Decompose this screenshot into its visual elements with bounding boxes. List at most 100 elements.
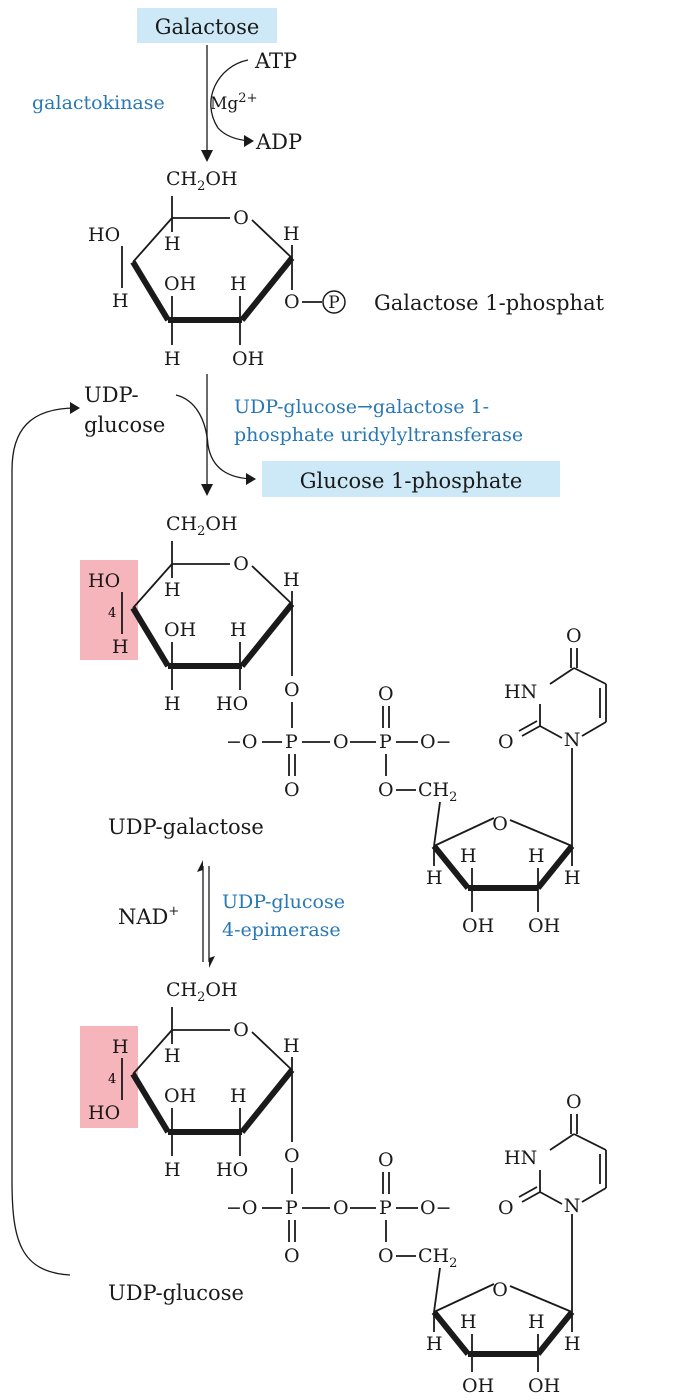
ring3-ribose-oh-c3: OH <box>462 1375 494 1397</box>
ring3-o: O <box>233 1019 249 1041</box>
glucose-1-phosphate-highlight <box>262 461 560 497</box>
ring2-o: O <box>233 553 249 575</box>
c4-highlight-galactose <box>80 560 138 660</box>
ring3-glycosidic-o: O <box>284 1145 300 1167</box>
ring2-h-c1: H <box>283 569 300 591</box>
ring3-ribose-o: O <box>492 1279 508 1301</box>
ring2-uracil-hn: HN <box>504 681 537 703</box>
ring3-o-minus-right: O− <box>420 1197 452 1219</box>
ring3-h-c1: H <box>283 1035 300 1057</box>
udp-glucose-label: UDP-glucose <box>108 1281 244 1305</box>
galactose-label: Galactose <box>155 15 260 39</box>
ring2-ribose-h-c4: H <box>426 867 443 889</box>
ring2-o-c1r-bond <box>509 819 573 847</box>
ring2-uracil-n1: N <box>564 729 581 751</box>
ring3-c4-c5-bond <box>573 1133 607 1151</box>
phosphate-circle-letter: P <box>328 293 339 313</box>
udp-galactose-label: UDP-galactose <box>108 815 264 839</box>
adp-arrowhead <box>244 135 254 147</box>
udp-galactose-structure: CH2OH O HO 4 H H OH H H HO H O −O P O O <box>88 513 607 937</box>
ring3-ribose-oh-c2: OH <box>528 1375 560 1397</box>
ring2-o-c1-bond <box>251 565 293 605</box>
ring3-p1: P <box>285 1197 298 1219</box>
ring2-h-c2: H <box>230 619 247 641</box>
ring3-oh-c3: OH <box>164 1085 196 1107</box>
ring2-c1-c2-bond <box>239 602 295 668</box>
ring2-bridge-o: O <box>333 731 349 753</box>
ring1-ho-c4: HO <box>88 224 120 246</box>
atp-label: ATP <box>254 49 297 73</box>
ring2-p2: P <box>379 731 392 753</box>
ring2-c4r-c3r-bond <box>431 844 471 890</box>
ring1-h-c3: H <box>164 348 181 370</box>
uridylyltransferase-label-line1: UDP-glucose→galactose 1- <box>234 396 489 418</box>
ring3-n3-c4-bond <box>549 1133 575 1151</box>
epimerase-arrow-down-head <box>209 956 215 968</box>
ring3-c6-n1-bond <box>581 1187 607 1203</box>
udp-glucose-to-glucose-1-phosphate-curve <box>175 394 253 480</box>
ring2-ribose-h-c2: H <box>528 845 545 867</box>
atp-adp-curve <box>210 59 251 142</box>
ring3-o-c1r-bond <box>509 1285 573 1313</box>
arrow-uridylyltransferase-head <box>201 484 213 496</box>
ring2-n1-c2-bond <box>539 725 563 739</box>
ring2-oh-c3: OH <box>164 619 196 641</box>
ring3-n1-c2-bond <box>539 1191 563 1205</box>
ring3-o-minus-left: −O <box>226 1197 258 1219</box>
ring2-ho-c4: HO <box>88 570 120 592</box>
ring3-uracil-o4: O <box>566 1091 582 1113</box>
ring3-p1-o-bottom: O <box>284 1245 300 1267</box>
ring2-o-ch2: O <box>378 779 394 801</box>
ring3-c2-o-double-a <box>521 1191 541 1203</box>
ring1-c5-c4-bond <box>132 217 173 263</box>
ring2-uracil-o4: O <box>566 625 582 647</box>
ring3-uracil-hn: HN <box>504 1147 537 1169</box>
udp-glucose-input-line2: glucose <box>84 413 165 437</box>
ring3-c2-o-double-b <box>518 1186 538 1198</box>
ring2-ch2: CH2 <box>418 779 457 805</box>
ring3-o-ch2: O <box>378 1245 394 1267</box>
galactose-1-phosphate-structure: CH2OH O HO H H OH H H OH H O P <box>88 168 346 370</box>
glucose-1-phosphate-label: Glucose 1-phosphate <box>300 469 523 493</box>
ring2-c2r-c1r-bond <box>535 844 575 890</box>
c4-highlight-glucose <box>80 1026 138 1128</box>
ring3-bridge-o: O <box>333 1197 349 1219</box>
ring1-o-phosphate: O <box>284 291 300 313</box>
ring2-c4-c5-bond <box>573 667 607 685</box>
ring2-c4-number: 4 <box>108 606 116 621</box>
ring2-c4-c3-bond <box>130 606 171 668</box>
ring2-c5-c4-bond <box>132 563 173 609</box>
ring1-oh-c2: OH <box>232 348 264 370</box>
ring1-o-c1-bond <box>251 219 293 259</box>
uridylyltransferase-label-line2: phosphate uridylyltransferase <box>234 424 523 446</box>
epimerase-label-line2: 4-epimerase <box>222 919 341 941</box>
ring3-c4r-o-bond <box>433 1283 495 1313</box>
ring3-uracil-n1: N <box>564 1195 581 1217</box>
ring1-h-c1: H <box>283 223 300 245</box>
ring3-p2-o-top: O <box>378 1149 394 1171</box>
ring2-ch2-c4r-bond <box>433 801 441 847</box>
ring3-ho-c4: HO <box>88 1102 120 1124</box>
ring3-ch2: CH2 <box>418 1245 457 1271</box>
glucose-1-phosphate-arrowhead <box>246 473 256 485</box>
ring3-h-c3: H <box>164 1159 181 1181</box>
ring1-h-c5: H <box>164 233 181 255</box>
ring1-c4-c3-bond <box>130 260 171 322</box>
ring3-c4-number: 4 <box>108 1072 116 1087</box>
ring2-o-minus-right: O− <box>420 731 452 753</box>
ring3-ribose-h-c2: H <box>528 1311 545 1333</box>
ring3-p2: P <box>379 1197 392 1219</box>
ring3-c2r-c1r-bond <box>535 1310 575 1356</box>
ring2-h-c3: H <box>164 693 181 715</box>
ring2-o-minus-left: −O <box>226 731 258 753</box>
ring3-ribose-h-c4: H <box>426 1333 443 1355</box>
epimerase-label-line1: UDP-glucose <box>222 891 345 913</box>
ring1-h-c4: H <box>112 290 129 312</box>
udp-glucose-structure: CH2OH O H 4 HO H OH H H HO H O −O P O O <box>88 979 607 1397</box>
ring2-uracil-o2: O <box>498 731 514 753</box>
ring3-ribose-h-c3: H <box>460 1311 477 1333</box>
ring2-h-c5: H <box>164 579 181 601</box>
ring3-h-c5: H <box>164 1045 181 1067</box>
nad-label: NAD+ <box>118 904 179 929</box>
adp-label: ADP <box>255 130 302 154</box>
